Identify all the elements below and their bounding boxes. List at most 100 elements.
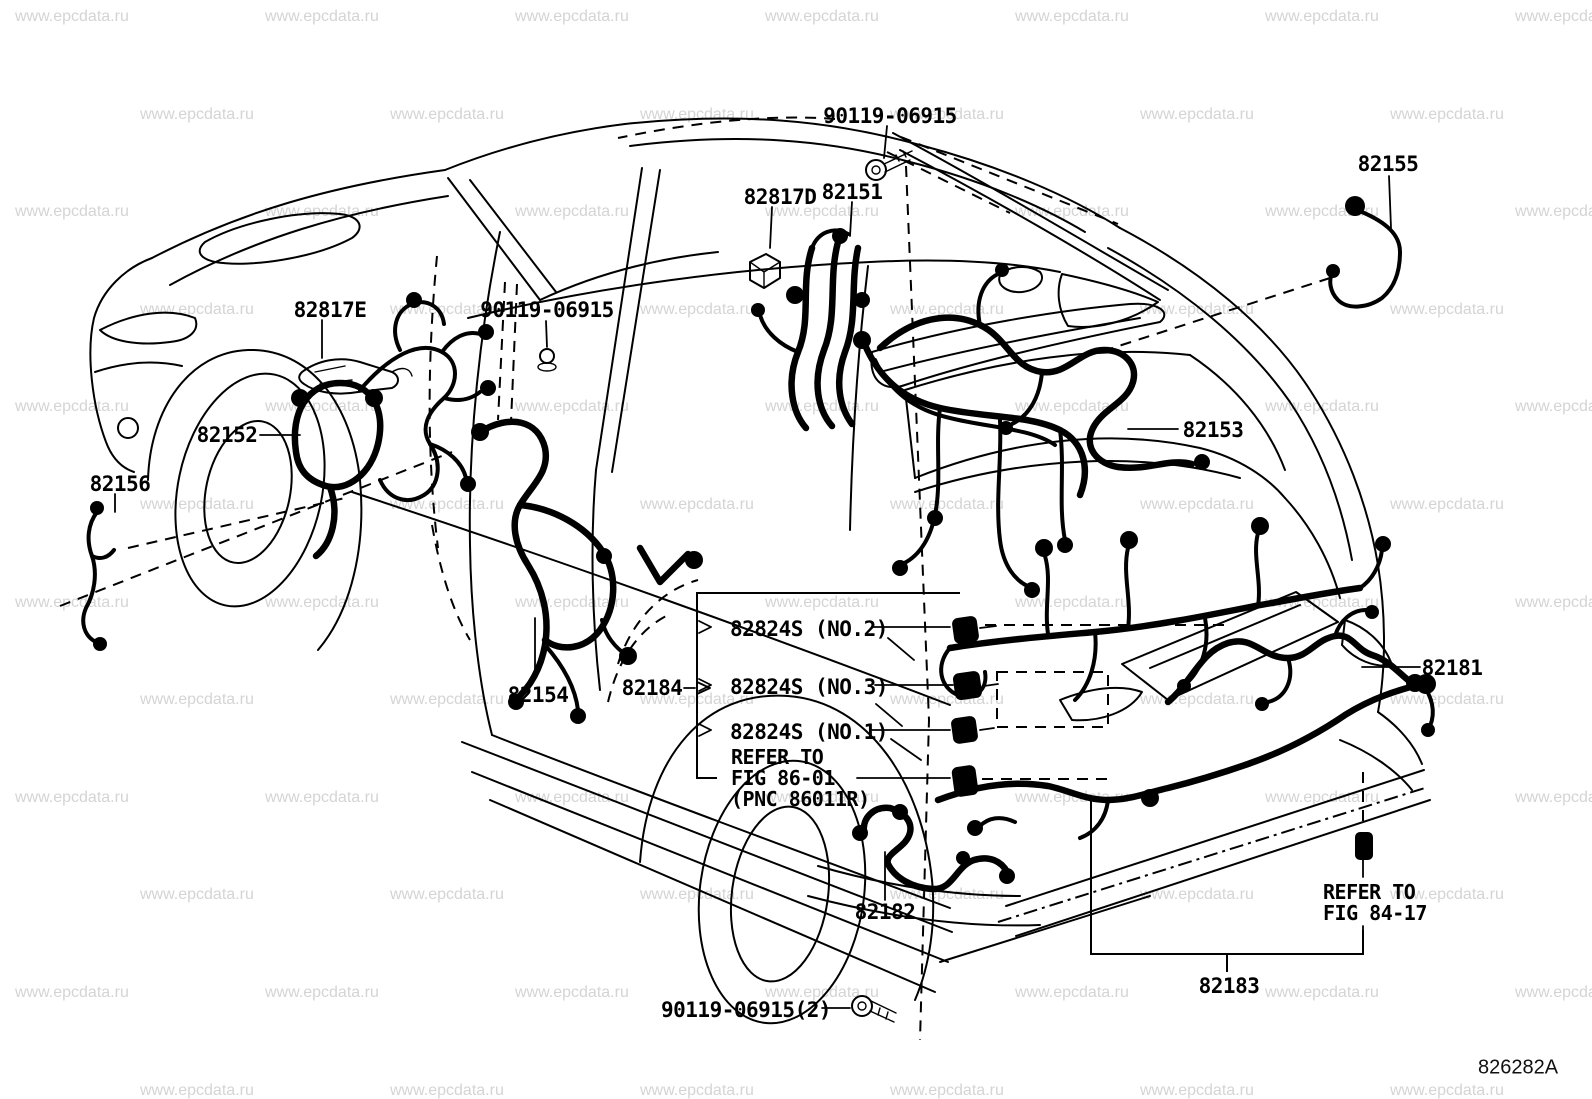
watermark-text: www.epcdata.ru xyxy=(1515,398,1592,416)
watermark-text: www.epcdata.ru xyxy=(890,886,1004,904)
watermark-text: www.epcdata.ru xyxy=(640,886,754,904)
watermark-text: www.epcdata.ru xyxy=(1515,984,1592,1001)
group-box-82824s xyxy=(696,592,960,779)
watermark-text: www.epcdata.ru xyxy=(265,593,379,611)
watermark-text: www.epcdata.ru xyxy=(1515,8,1592,25)
harness-82182 xyxy=(852,804,1015,893)
part-label-82824s-no2: 82824S (NO.2) xyxy=(730,617,888,641)
watermark-text: www.epcdata.ru xyxy=(15,593,129,611)
watermark-text: www.epcdata.ru xyxy=(1140,886,1254,904)
watermark-text: www.epcdata.ru xyxy=(1140,496,1254,513)
note-line: REFER TO xyxy=(731,745,824,769)
watermark-text: www.epcdata.ru xyxy=(1265,984,1379,1001)
part-label-82152: 82152 xyxy=(196,423,258,447)
watermark-text: www.epcdata.ru xyxy=(390,496,504,513)
watermark-text: www.epcdata.ru xyxy=(1140,300,1254,318)
screw-icon-top xyxy=(865,150,913,181)
clamp-82817d-part xyxy=(749,253,781,289)
watermark-text: www.epcdata.ru xyxy=(140,105,254,123)
rear-body-harness xyxy=(853,331,1089,598)
watermark-text: www.epcdata.ru xyxy=(15,8,129,25)
watermark-text: www.epcdata.ru xyxy=(140,496,254,513)
harness-82152 xyxy=(291,292,496,560)
wire-82155 xyxy=(1326,196,1402,309)
note-refer-fig-84-17: REFER TO FIG 84-17 xyxy=(1323,882,1427,924)
watermark-text: www.epcdata.ru xyxy=(1015,984,1129,1001)
watermark-text: www.epcdata.ru xyxy=(15,984,129,1001)
wire-82156 xyxy=(81,501,116,651)
watermark-text: www.epcdata.ru xyxy=(265,788,379,806)
leader-lines xyxy=(114,125,1421,1009)
watermark-text: www.epcdata.ru xyxy=(890,496,1004,513)
part-label-82183: 82183 xyxy=(1198,974,1260,998)
watermark-text: www.epcdata.ru xyxy=(140,886,254,904)
hidden-and-section-lines xyxy=(59,116,1429,1041)
watermark-text: www.epcdata.ru xyxy=(890,300,1004,318)
part-label-82817d: 82817D xyxy=(743,185,817,209)
grommets-82824s xyxy=(875,616,999,797)
part-label-82154: 82154 xyxy=(507,683,569,707)
watermark-text: www.epcdata.ru xyxy=(1390,886,1504,904)
part-label-82824s-no1: 82824S (NO.1) xyxy=(730,720,888,744)
watermark-text: www.epcdata.ru xyxy=(1390,300,1504,318)
part-label-82155: 82155 xyxy=(1357,152,1419,176)
watermark-text: www.epcdata.ru xyxy=(15,788,129,806)
watermark-text: www.epcdata.ru xyxy=(765,593,879,611)
watermark-text: www.epcdata.ru xyxy=(390,105,504,123)
part-label-90119-06915-top: 90119-06915 xyxy=(823,104,957,128)
harness-82154 xyxy=(471,418,703,724)
watermark-text: www.epcdata.ru xyxy=(1015,398,1129,416)
watermark-text: www.epcdata.ru xyxy=(1515,203,1592,221)
part-label-82181: 82181 xyxy=(1421,656,1483,680)
part-label-82184: 82184 xyxy=(621,676,683,700)
harness-82184-floor xyxy=(939,517,1391,702)
watermark-text: www.epcdata.ru xyxy=(390,886,504,904)
note-refer-fig-86-01: REFER TO FIG 86-01 (PNC 86011R) xyxy=(731,747,870,810)
watermark-text: www.epcdata.ru xyxy=(1140,1081,1254,1099)
part-label-82817e: 82817E xyxy=(293,298,367,322)
screw-icon-bottom xyxy=(851,995,897,1023)
watermark-text: www.epcdata.ru xyxy=(640,496,754,513)
drawing-number: 826282A xyxy=(1477,1056,1559,1079)
watermark-text: www.epcdata.ru xyxy=(1390,496,1504,513)
note-line: FIG 84-17 xyxy=(1323,901,1427,925)
watermark-text: www.epcdata.ru xyxy=(1265,398,1379,416)
note-line: (PNC 86011R) xyxy=(731,787,870,811)
watermark-text: www.epcdata.ru xyxy=(1515,593,1592,611)
watermark-text: www.epcdata.ru xyxy=(265,984,379,1001)
car-body-outline xyxy=(89,117,1431,1025)
watermark-text: www.epcdata.ru xyxy=(1015,8,1129,25)
watermark-text: www.epcdata.ru xyxy=(1390,691,1504,709)
part-label-90119-06915-mid: 90119-06915 xyxy=(480,298,614,322)
harness-82151 xyxy=(751,228,870,432)
watermark-text: www.epcdata.ru xyxy=(390,691,504,709)
watermark-text: www.epcdata.ru xyxy=(15,203,129,221)
watermark-text: www.epcdata.ru xyxy=(390,1081,504,1099)
part-label-82156: 82156 xyxy=(89,472,151,496)
watermark-text: www.epcdata.ru xyxy=(1140,105,1254,123)
note-line: REFER TO xyxy=(1323,880,1416,904)
watermark-text: www.epcdata.ru xyxy=(1015,593,1129,611)
part-label-82153: 82153 xyxy=(1182,418,1244,442)
watermark-text: www.epcdata.ru xyxy=(1515,788,1592,806)
watermark-text: www.epcdata.ru xyxy=(515,398,629,416)
watermark-text: www.epcdata.ru xyxy=(765,984,879,1001)
watermark-text: www.epcdata.ru xyxy=(15,398,129,416)
part-label-82824s-no3: 82824S (NO.3) xyxy=(730,675,888,699)
harness-82183-bumper xyxy=(934,674,1436,840)
watermark-text: www.epcdata.ru xyxy=(1390,1081,1504,1099)
watermark-text: www.epcdata.ru xyxy=(140,691,254,709)
harness-82181 xyxy=(1164,605,1424,711)
nut-icon-mid xyxy=(537,348,557,372)
watermark-text: www.epcdata.ru xyxy=(515,203,629,221)
clamp-82817e-part xyxy=(298,358,413,395)
harness-82153 xyxy=(876,263,1210,472)
watermark-text: www.epcdata.ru xyxy=(515,984,629,1001)
watermark-text: www.epcdata.ru xyxy=(890,1081,1004,1099)
watermark-text: www.epcdata.ru xyxy=(640,1081,754,1099)
part-label-82151: 82151 xyxy=(821,180,883,204)
watermark-text: www.epcdata.ru xyxy=(890,105,1004,123)
watermark-text: www.epcdata.ru xyxy=(1390,105,1504,123)
